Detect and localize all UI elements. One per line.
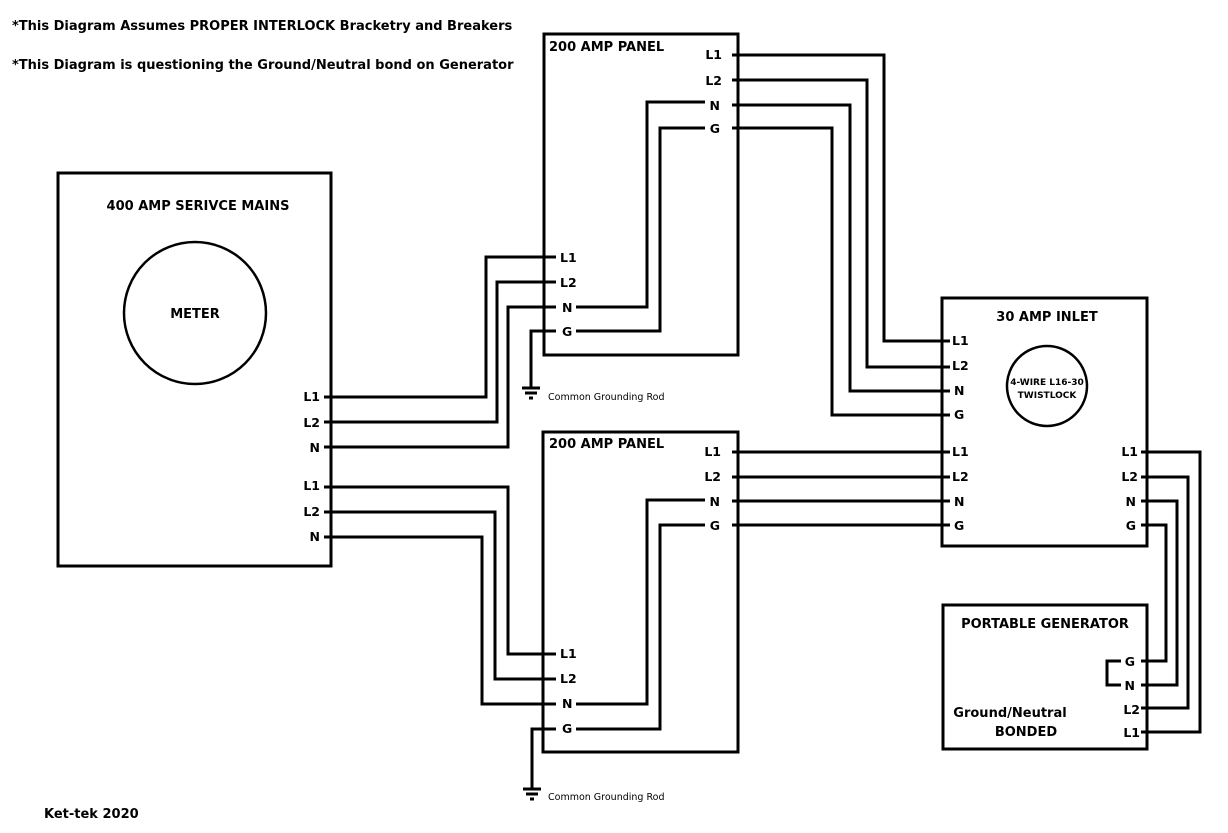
panel-top-in-l2: L2 [560, 275, 577, 290]
panel-top-title: 200 AMP PANEL [549, 40, 664, 55]
panel-bottom-out-l2: L2 [704, 469, 721, 484]
panel-bottom-in-g: G [562, 721, 572, 736]
inlet-left-a-l2: L2 [952, 358, 969, 373]
wire-gen-n [1141, 499, 1179, 687]
wire-top-out-g [732, 126, 950, 417]
mains-terminal-a-l2: L2 [303, 415, 320, 430]
wire-bottom-internal-n [576, 498, 705, 706]
note-interlock: *This Diagram Assumes PROPER INTERLOCK B… [12, 19, 512, 34]
generator-terminal-l1: L1 [1123, 725, 1140, 740]
inlet-left-b-g: G [954, 518, 964, 533]
generator-terminal-g: G [1125, 654, 1135, 669]
note-ground-neutral: *This Diagram is questioning the Ground/… [12, 58, 514, 73]
panel-top-box: 200 AMP PANEL L1 L2 N G L1 L2 N G [542, 32, 740, 357]
panel-bottom-in-l2: L2 [560, 671, 577, 686]
wire-mains-b-n [324, 535, 556, 706]
wire-top-internal-n [576, 100, 705, 309]
ground-symbol-icon [522, 386, 540, 400]
panel-top-out-n: N [710, 98, 720, 113]
inlet-left-b-l1: L1 [952, 444, 969, 459]
generator-title: PORTABLE GENERATOR [961, 617, 1129, 632]
mains-terminal-b-l1: L1 [303, 478, 320, 493]
panel-bottom-title: 200 AMP PANEL [549, 437, 664, 452]
generator-terminal-n: N [1125, 678, 1135, 693]
inlet-left-a-l1: L1 [952, 333, 969, 348]
panel-top-outline [542, 32, 740, 357]
panel-top-in-n: N [562, 300, 572, 315]
generator-outline [941, 603, 1149, 751]
wire-top-out-n [732, 103, 950, 393]
panel-top-out-g: G [710, 121, 720, 136]
panel-bottom-outline [541, 430, 740, 754]
panel-bottom-out-l1: L1 [704, 444, 721, 459]
meter-circle [122, 240, 268, 386]
wire-top-out-l1 [732, 53, 950, 343]
service-mains-outline [56, 171, 333, 568]
receptacle-label-1: 4-WIRE L16-30 [1010, 378, 1084, 388]
ground-neutral-bond-jumper [1105, 659, 1121, 687]
mains-terminal-b-n: N [310, 529, 320, 544]
generator-box: PORTABLE GENERATOR G N L2 L1 Ground/Neut… [941, 603, 1149, 751]
bond-label-1: Ground/Neutral [953, 706, 1066, 721]
panel-bottom-out-g: G [710, 518, 720, 533]
wire-bottom-internal-g [576, 523, 705, 731]
ground-rod-label-top: Common Grounding Rod [548, 392, 664, 403]
mains-terminal-b-l2: L2 [303, 504, 320, 519]
wire-gen-l2 [1141, 475, 1190, 710]
inlet-left-a-n: N [954, 383, 964, 398]
service-mains-box: 400 AMP SERIVCE MAINS METER L1 L2 N L1 L… [56, 171, 333, 568]
panel-top-out-l1: L1 [705, 47, 722, 62]
wire-mains-a-l2 [324, 280, 556, 424]
inlet-title: 30 AMP INLET [996, 310, 1098, 325]
wire-top-internal-g [576, 126, 705, 333]
bond-label-2: BONDED [995, 725, 1058, 740]
panel-top-in-g: G [562, 324, 572, 339]
service-mains-title: 400 AMP SERIVCE MAINS [107, 199, 290, 214]
mains-terminal-a-n: N [310, 440, 320, 455]
inlet-left-a-g: G [954, 407, 964, 422]
ground-symbol-icon [523, 787, 541, 801]
inlet-right-l2: L2 [1121, 469, 1138, 484]
panel-bottom-out-n: N [710, 494, 720, 509]
ground-rod-label-bottom: Common Grounding Rod [548, 792, 664, 803]
inlet-box: 30 AMP INLET 4-WIRE L16-30 TWISTLOCK L1 … [940, 296, 1149, 548]
panel-bottom-in-n: N [562, 696, 572, 711]
inlet-right-l1: L1 [1121, 444, 1138, 459]
inlet-outline [940, 296, 1149, 548]
mains-terminal-a-l1: L1 [303, 389, 320, 404]
inlet-right-g: G [1126, 518, 1136, 533]
panel-top-in-l1: L1 [560, 250, 577, 265]
meter-label: METER [170, 307, 220, 322]
inlet-right-n: N [1126, 494, 1136, 509]
wire-bottom-ground [530, 727, 556, 788]
footer-credit: Ket-tek 2020 [44, 807, 139, 822]
wire-mains-a-l1 [324, 255, 556, 399]
wire-gen-g [1141, 523, 1168, 663]
wire-top-ground [529, 329, 556, 388]
wire-top-out-l2 [732, 78, 950, 369]
generator-terminal-l2: L2 [1123, 702, 1140, 717]
panel-bottom-box: 200 AMP PANEL L1 L2 N G L1 L2 N G [541, 430, 740, 754]
wire-gen-l1 [1141, 450, 1202, 734]
panel-bottom-in-l1: L1 [560, 646, 577, 661]
inlet-left-b-n: N [954, 494, 964, 509]
panel-top-out-l2: L2 [705, 73, 722, 88]
twistlock-receptacle [1005, 344, 1089, 428]
wire-mains-a-n [324, 305, 556, 449]
wire-mains-b-l1 [324, 485, 556, 656]
wire-mains-b-l2 [324, 510, 556, 681]
receptacle-label-2: TWISTLOCK [1018, 391, 1078, 401]
inlet-left-b-l2: L2 [952, 469, 969, 484]
